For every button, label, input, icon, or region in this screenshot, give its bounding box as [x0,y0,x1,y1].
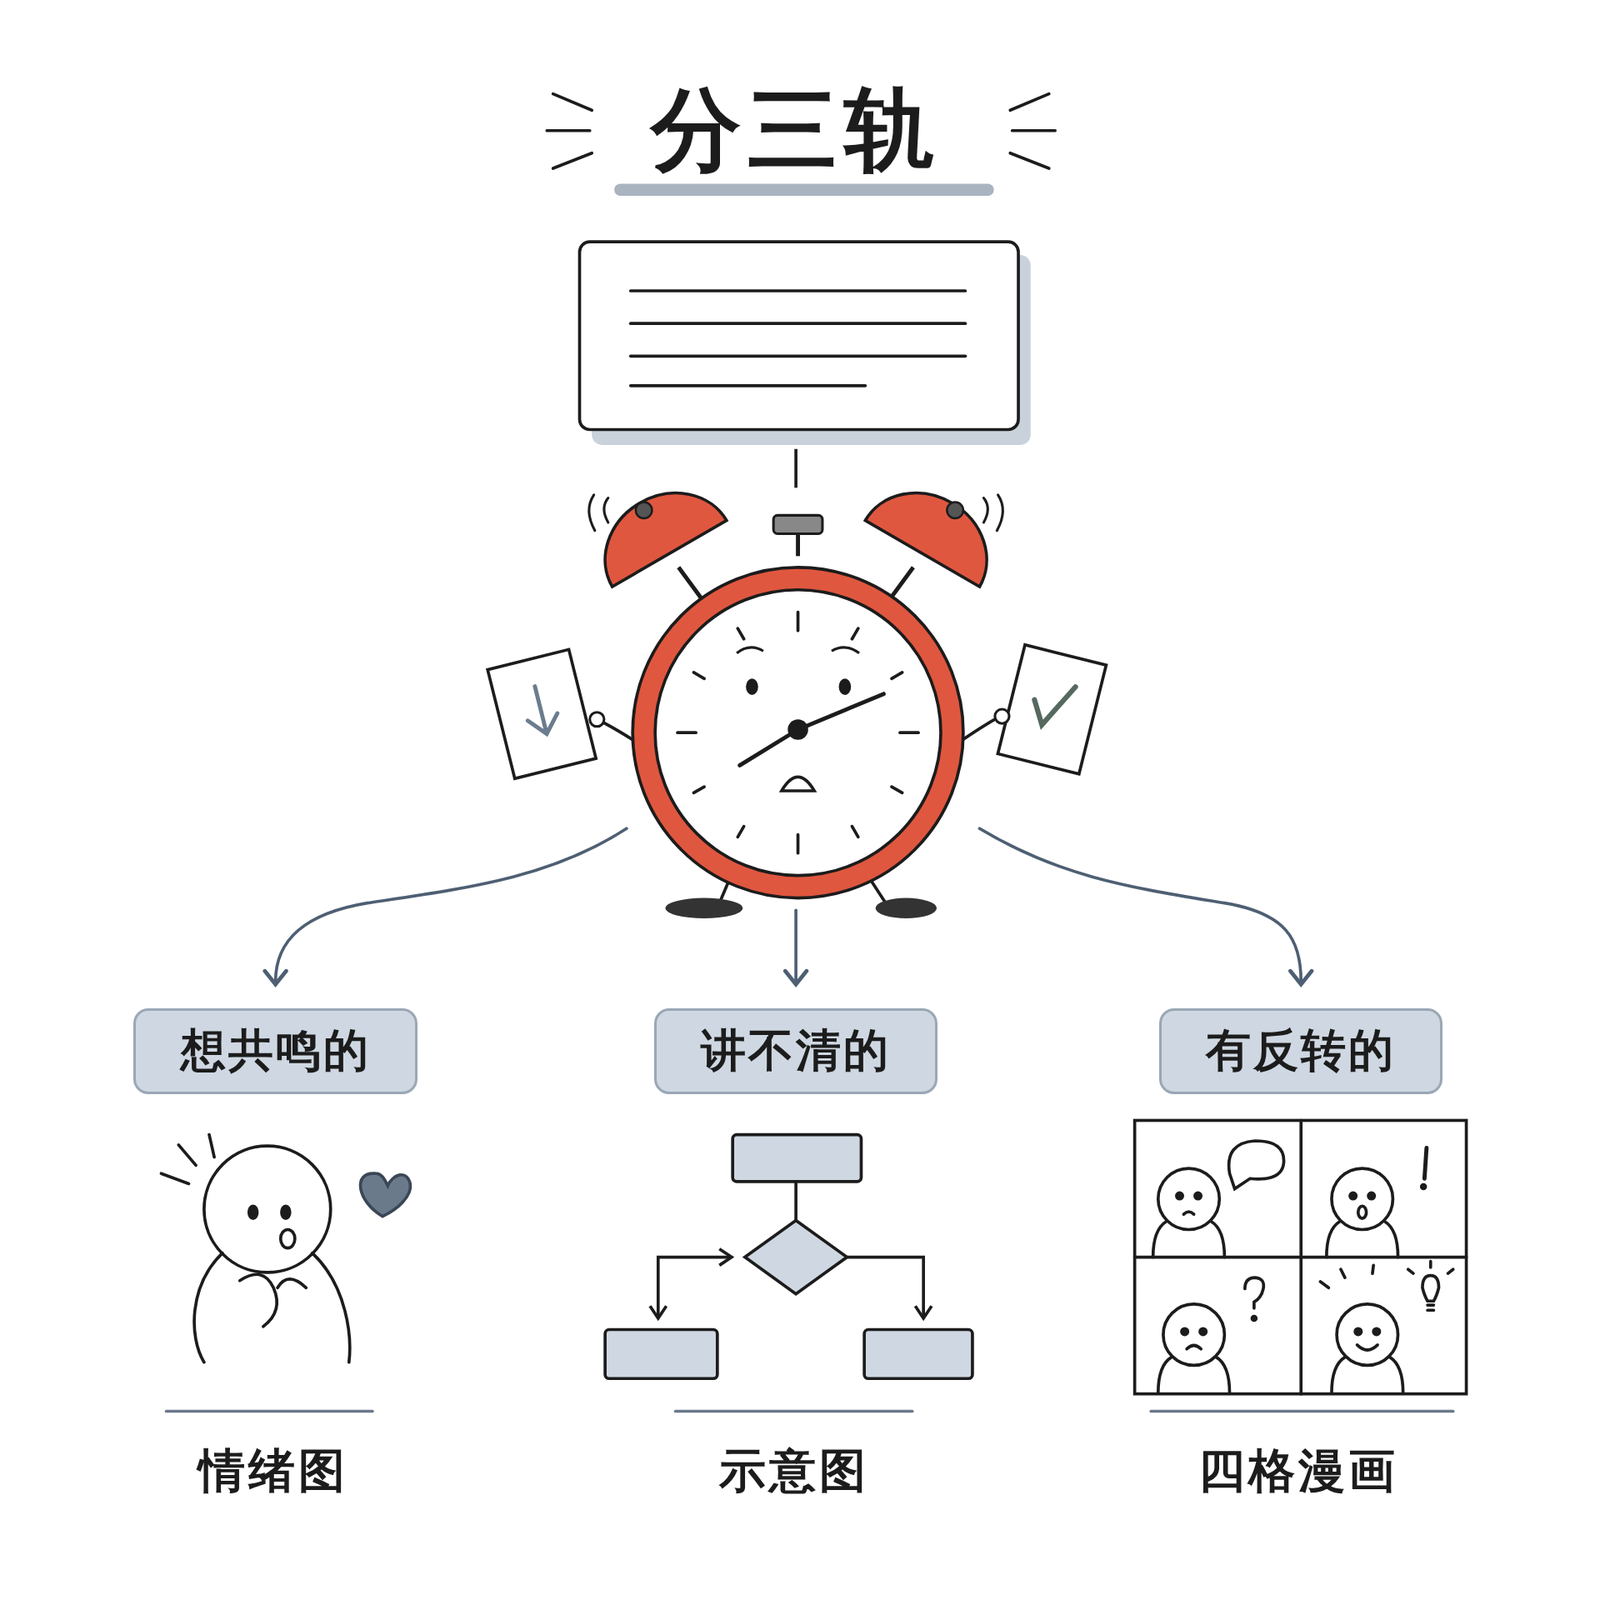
text-card [580,241,1031,445]
caption-label: 情绪图 [198,1440,349,1504]
branch-arrows [275,828,1302,982]
card-stem [794,449,798,489]
caption-label: 四格漫画 [1198,1440,1399,1504]
category-pill: 想共鸣的 [133,1008,417,1095]
emotion-figure [160,1135,410,1363]
schematic-flowchart [605,1135,973,1380]
category-label: 想共鸣的 [180,1020,371,1082]
category-label: 有反转的 [1205,1020,1396,1082]
diagram-title: 分三轨 [650,70,941,192]
category-pill: 讲不清的 [654,1008,938,1095]
category-label: 讲不清的 [700,1020,891,1082]
caption-rules [166,1410,1454,1414]
caption-label: 示意图 [719,1440,870,1504]
title-underline [620,183,988,196]
four-panel-comic [1135,1120,1467,1394]
category-pill: 有反转的 [1159,1008,1443,1095]
